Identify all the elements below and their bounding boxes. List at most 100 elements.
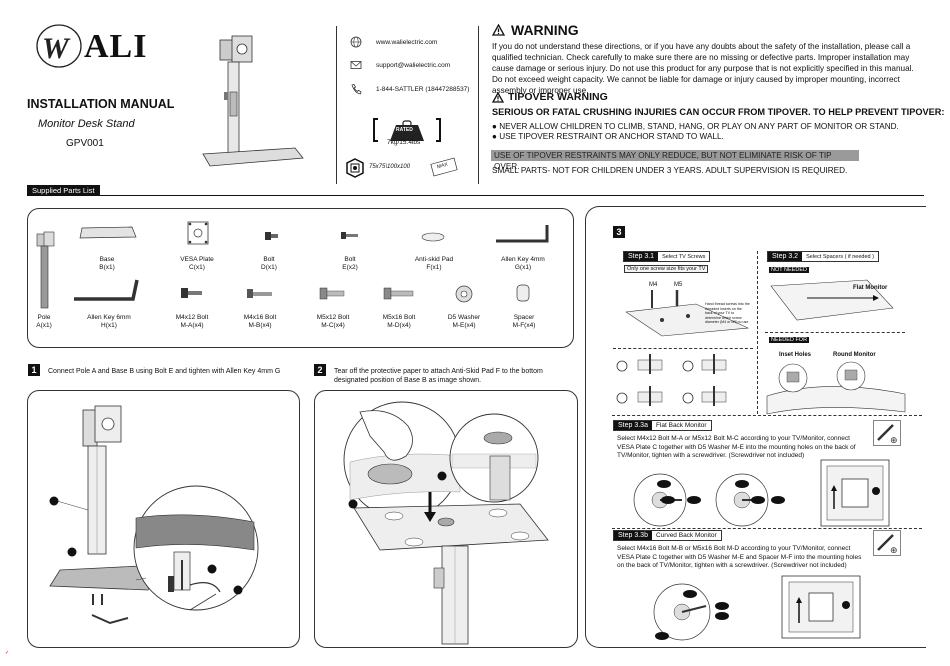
callout-a — [49, 496, 59, 506]
manual-subtitle: Monitor Desk Stand — [38, 118, 135, 130]
bolt-m-c-drawing — [319, 287, 345, 300]
step1-panel — [27, 390, 300, 648]
manual-title: INSTALLATION MANUAL — [27, 97, 175, 111]
flat-monitor-back — [820, 459, 890, 527]
callout-f — [437, 471, 447, 481]
warning-triangle-icon — [491, 23, 506, 36]
bolt-m-d-drawing — [383, 287, 414, 300]
washer-drawing — [455, 285, 473, 303]
step2-number: 2 — [314, 364, 326, 376]
allen-key-4mm-drawing — [496, 225, 549, 243]
screw-test-illustration — [625, 290, 750, 337]
callout-b2 — [348, 499, 358, 509]
flat-monitor-illustration — [770, 279, 894, 321]
phone-text[interactable]: 1-844-SATTLER (18447288537) — [376, 85, 470, 93]
phone-icon — [351, 84, 362, 95]
allen-key-6mm-drawing — [74, 279, 139, 301]
m5-label: M5 — [674, 282, 683, 288]
weight-capacity: 7kg/15.4lbs — [387, 139, 421, 146]
bolt-m-a-drawing — [181, 288, 202, 298]
step33a-text: Select M4x12 Bolt M-A or M5x12 Bolt M-C … — [617, 435, 856, 459]
flat-monitor-label: Flat Monitor — [853, 285, 888, 291]
step2-illustration — [343, 401, 549, 645]
email-row: support@walielectric.com — [350, 59, 450, 71]
screw-fit-examples — [616, 354, 727, 406]
m4-label: M4 — [649, 282, 658, 288]
step2-text: Tear off the protective paper to attach … — [334, 368, 543, 384]
bolt-d-drawing — [265, 232, 278, 240]
spacer-drawing — [516, 284, 530, 302]
step33b-text: Select M4x16 Bolt M-B or M5x16 Bolt M-D … — [617, 545, 862, 569]
inset-holes-label: Inset Holes — [779, 352, 812, 358]
svg-text:⊕: ⊕ — [890, 436, 898, 446]
bolt-m-b-drawing — [247, 289, 272, 298]
screwdriver-icon: ⊕ — [873, 420, 901, 446]
globe-icon — [350, 36, 362, 48]
svg-text:W: W — [42, 32, 71, 65]
callout-g — [233, 585, 243, 595]
vesa-sizes: 75x75\100x100 — [369, 164, 411, 170]
brand-logo: W — [36, 24, 82, 68]
parts-panel — [27, 208, 574, 348]
max-tag-icon — [430, 157, 458, 177]
email-text[interactable]: support@walielectric.com — [376, 61, 451, 69]
model-number: GPV001 — [66, 138, 104, 149]
anti-skid-pad-drawing — [421, 232, 445, 242]
tipover-title: TIPOVER WARNING — [491, 91, 608, 103]
step2-panel — [314, 390, 578, 648]
step1-illustration — [49, 405, 259, 625]
parts-header: Supplied Parts List — [27, 185, 100, 196]
curved-mount-detail — [653, 583, 711, 641]
small-parts-warning: SMALL PARTS- NOT FOR CHILDREN UNDER 3 YE… — [492, 166, 848, 175]
screwdriver-icon: ⊕ — [873, 530, 901, 556]
step3-number: 3 — [613, 226, 625, 238]
needed-for-label: NEEDED FOR — [769, 337, 810, 343]
corner-mark: ✓ — [5, 650, 10, 656]
bullet-children: NEVER ALLOW CHILDREN TO CLIMB, STAND, HA… — [499, 122, 899, 131]
bullet-restraint: USE TIPOVER RESTRAINT OR ANCHOR STAND TO… — [499, 132, 724, 141]
mail-icon — [350, 61, 362, 69]
pole-drawing — [36, 231, 55, 309]
bolt-e-drawing — [341, 232, 358, 239]
tipover-bullets: ● NEVER ALLOW CHILDREN TO CLIMB, STAND, … — [492, 122, 899, 141]
phone-row: 1-844-SATTLER (18447288537) — [350, 83, 469, 95]
warning-body: If you do not understand these direction… — [492, 42, 914, 95]
rated-label: RATED — [396, 127, 413, 133]
step1-number: 1 — [28, 364, 40, 376]
stand-illustration — [202, 35, 304, 167]
restraint-note: USE OF TIPOVER RESTRAINTS MAY ONLY REDUC… — [491, 150, 859, 171]
website-row: www.walielectric.com — [350, 36, 437, 48]
base-drawing — [79, 226, 137, 239]
spacer-needed-illustration — [766, 361, 906, 415]
round-monitor-label: Round Monitor — [833, 352, 876, 358]
callout-e — [207, 564, 217, 574]
step3-panel — [585, 206, 926, 648]
step31-side-note: Hand thread screws into the threaded ins… — [705, 302, 750, 324]
website-text[interactable]: www.walielectric.com — [376, 38, 438, 46]
not-needed-label: NOT NEEDED — [769, 267, 809, 273]
vesa-plate-drawing — [187, 221, 209, 245]
svg-text:⊕: ⊕ — [890, 546, 898, 556]
brand-name: ALI — [84, 28, 148, 65]
tipover-body: SERIOUS OR FATAL CRUSHING INJURIES CAN O… — [492, 107, 945, 117]
step1-text: Connect Pole A and Base B using Bolt E a… — [48, 368, 281, 375]
